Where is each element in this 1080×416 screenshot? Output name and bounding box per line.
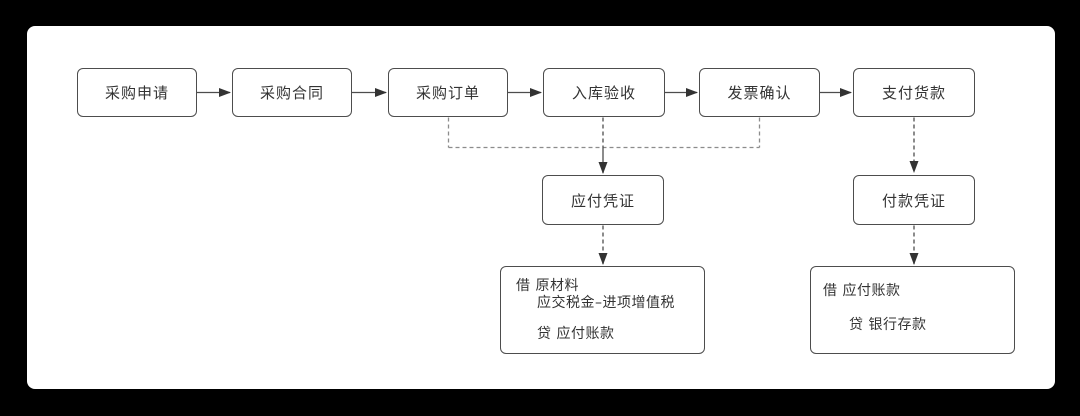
journal-line-debit2: 应交税金–进项增值税: [537, 295, 675, 311]
flow-node-purchase-request: 采购申请: [77, 68, 197, 117]
node-label: 发票确认: [727, 84, 792, 102]
journal-line-credit: 贷 应付账款: [537, 326, 615, 342]
payment-journal-entry: 借 应付账款 贷 银行存款: [810, 266, 1015, 354]
node-label: 采购申请: [104, 84, 169, 102]
journal-line-blank: [516, 312, 696, 326]
node-label: 入库验收: [571, 84, 636, 102]
journal-line-blank: [823, 300, 1006, 317]
node-label: 支付货款: [881, 84, 946, 102]
voucher-node-payment: 付款凭证: [853, 175, 975, 225]
payable-journal-entry: 借 原材料 应交税金–进项增值税 贷 应付账款: [500, 266, 705, 354]
node-label: 付款凭证: [881, 191, 946, 210]
flow-node-receiving-inspection: 入库验收: [543, 68, 665, 117]
node-label: 采购合同: [259, 84, 324, 102]
voucher-node-payable: 应付凭证: [542, 175, 664, 225]
flow-node-invoice-confirmation: 发票确认: [699, 68, 820, 117]
flow-node-pay-for-goods: 支付货款: [853, 68, 975, 117]
node-label: 应付凭证: [570, 191, 635, 210]
flow-node-purchase-order: 采购订单: [388, 68, 508, 117]
flow-node-purchase-contract: 采购合同: [232, 68, 352, 117]
node-label: 采购订单: [415, 84, 480, 102]
journal-line-debit: 借 原材料: [516, 278, 579, 294]
journal-line-credit: 贷 银行存款: [849, 317, 927, 333]
journal-line-debit: 借 应付账款: [823, 283, 901, 299]
